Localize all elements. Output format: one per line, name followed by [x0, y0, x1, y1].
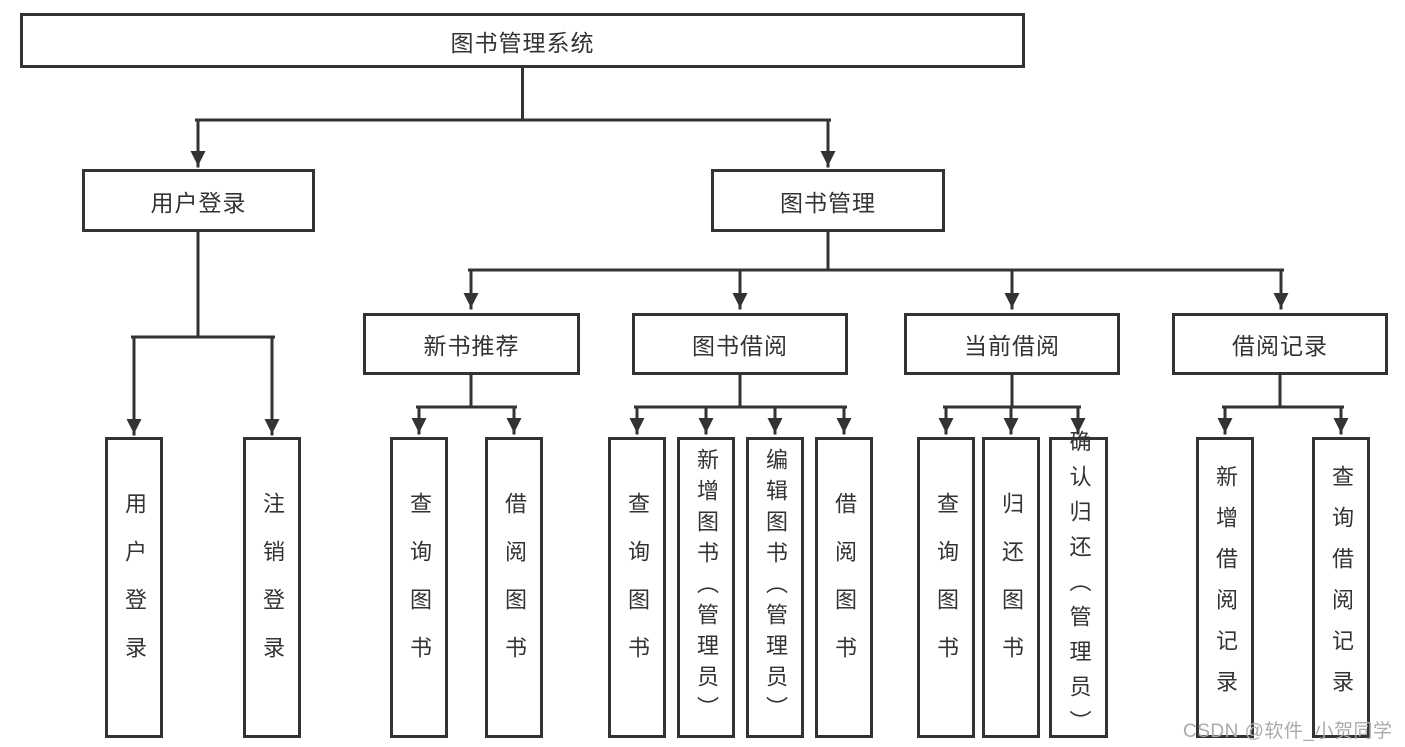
node-leaf-borrow-books-recommend: 借阅图书 [485, 437, 543, 738]
node-leaf-confirm-return-admin: 确认归还（管理员） [1049, 430, 1108, 745]
node-book-borrowing-label: 图书借阅 [692, 333, 788, 359]
node-leaf-add-borrow-record-label: 新增借阅记录 [1213, 464, 1238, 711]
node-leaf-add-books-admin: 新增图书（管理员） [677, 437, 735, 738]
node-leaf-query-borrow-record-label: 查询借阅记录 [1329, 464, 1354, 711]
node-book-management-label: 图书管理 [780, 189, 876, 216]
node-leaf-borrow-books-recommend-label: 借阅图书 [502, 491, 527, 684]
node-user-login-label: 用户登录 [150, 189, 247, 216]
node-book-management: 图书管理 [711, 169, 945, 232]
node-leaf-user-login: 用户登录 [105, 437, 163, 738]
node-leaf-user-login-label: 用户登录 [122, 491, 147, 684]
node-leaf-add-borrow-record: 新增借阅记录 [1196, 437, 1254, 738]
node-leaf-query-books-current-label: 查询图书 [934, 491, 959, 684]
node-book-borrowing: 图书借阅 [632, 313, 848, 375]
node-leaf-confirm-return-admin-label: 确认归还（管理员） [1066, 430, 1092, 745]
node-leaf-query-books-recommend: 查询图书 [390, 437, 448, 738]
node-leaf-query-books-current: 查询图书 [917, 437, 975, 738]
node-leaf-query-books-recommend-label: 查询图书 [407, 491, 432, 684]
node-leaf-edit-books-admin: 编辑图书（管理员） [746, 437, 804, 738]
node-root-label: 图书管理系统 [450, 29, 595, 56]
node-leaf-logout: 注销登录 [243, 437, 301, 738]
node-leaf-edit-books-admin-label: 编辑图书（管理员） [763, 448, 788, 727]
node-borrowing-records: 借阅记录 [1172, 313, 1388, 375]
node-leaf-add-books-admin-label: 新增图书（管理员） [694, 448, 719, 727]
watermark-text: CSDN @软件_小贺同学 [1183, 721, 1393, 742]
node-new-book-recommend-label: 新书推荐 [423, 333, 520, 359]
node-current-borrowing-label: 当前借阅 [964, 333, 1060, 359]
node-leaf-borrow-books-label: 借阅图书 [832, 491, 857, 684]
node-current-borrowing: 当前借阅 [904, 313, 1120, 375]
node-leaf-query-books-borrowing-label: 查询图书 [625, 491, 650, 684]
node-leaf-logout-label: 注销登录 [260, 491, 285, 684]
node-borrowing-records-label: 借阅记录 [1232, 333, 1328, 359]
node-leaf-query-borrow-record: 查询借阅记录 [1312, 437, 1370, 738]
node-user-login: 用户登录 [82, 169, 315, 232]
node-new-book-recommend: 新书推荐 [363, 313, 580, 375]
node-leaf-return-books: 归还图书 [982, 437, 1040, 738]
node-leaf-return-books-label: 归还图书 [999, 491, 1024, 684]
node-leaf-query-books-borrowing: 查询图书 [608, 437, 666, 738]
node-leaf-borrow-books: 借阅图书 [815, 437, 873, 738]
node-root: 图书管理系统 [20, 13, 1025, 68]
